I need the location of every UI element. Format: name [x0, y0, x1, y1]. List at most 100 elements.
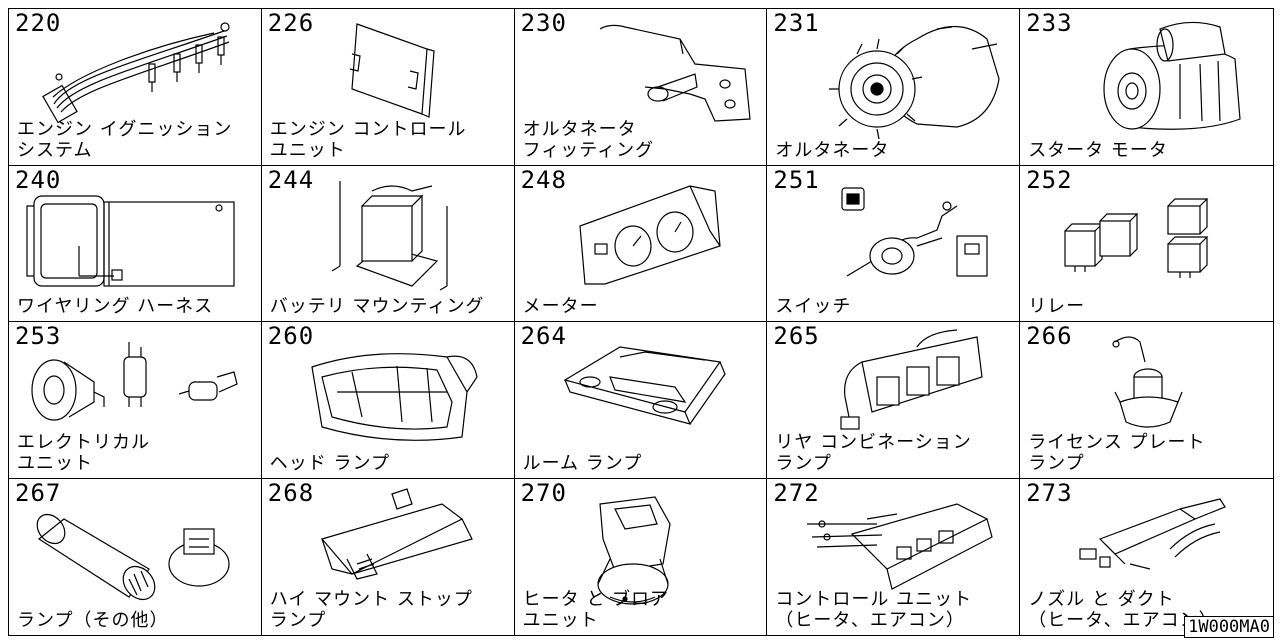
part-label-line: ランプ: [1028, 452, 1085, 474]
part-label-line: ランプ: [775, 452, 832, 474]
part-label: メーター: [523, 296, 599, 317]
part-number: 244: [267, 165, 315, 194]
part-number: 267: [15, 478, 62, 507]
part-label-line: リヤ コンビネーション: [775, 431, 972, 453]
meter-cluster-icon: [578, 184, 721, 285]
part-label-line: ユニット: [17, 452, 93, 474]
part-label-line: ハイ マウント ストップ: [269, 589, 473, 610]
part-number: 266: [1026, 322, 1073, 350]
part-cell-220[interactable]: 220 エンジン イグニッションシステム: [9, 9, 262, 166]
part-cell-226[interactable]: 226 エンジン コントロールユニット: [261, 9, 515, 166]
part-number: 265: [773, 322, 820, 350]
part-number: 268: [267, 478, 315, 507]
part-label: エンジン コントロールユニット: [270, 119, 467, 161]
part-cell-230[interactable]: 230 オルタネータフィッティング: [514, 9, 768, 166]
part-cell-233[interactable]: 233 スタータ モータ: [1020, 9, 1273, 166]
part-label-line: ランプ（その他）: [17, 610, 169, 631]
battery-mounting-icon: [331, 180, 448, 291]
part-number: 226: [267, 9, 315, 37]
part-label-line: メーター: [522, 296, 599, 317]
part-label-line: オルタネータ: [775, 139, 890, 161]
part-label: スイッチ: [775, 296, 851, 317]
part-label: バッテリ マウンティング: [270, 296, 485, 317]
part-label-line: エンジン コントロール: [269, 118, 467, 140]
part-cell-265[interactable]: 265 リヤ コンビネーションランプ: [767, 322, 1021, 479]
part-label: ハイ マウント ストップランプ: [270, 589, 473, 631]
part-label: ノズル と ダクト（ヒータ、エアコン）: [1028, 589, 1217, 631]
part-cell-252[interactable]: 252 リレー: [1020, 165, 1273, 322]
part-number: 273: [1026, 478, 1073, 507]
horn-icon: [31, 342, 238, 421]
heater-blower-icon: [596, 495, 671, 605]
starter-motor-icon: [1103, 21, 1241, 130]
part-label: スタータ モータ: [1028, 140, 1168, 161]
lamp-bulb-icon: [36, 513, 230, 600]
part-number: 220: [15, 9, 62, 37]
part-label: ランプ（その他）: [17, 610, 168, 631]
part-label-line: ルーム ランプ: [522, 452, 643, 474]
part-label-line: ワイヤリング ハーネス: [17, 296, 214, 317]
part-cell-253[interactable]: 253 エレクトリカルユニット: [9, 322, 262, 479]
bracket-icon: [599, 24, 751, 122]
switch-icon: [841, 186, 988, 277]
part-number: 233: [1026, 9, 1073, 37]
control-unit-icon: [349, 23, 435, 118]
part-number: 240: [15, 165, 62, 194]
part-label-line: ユニット: [522, 610, 599, 631]
part-label-line: （ヒータ、エアコン）: [1028, 610, 1218, 631]
part-cell-260[interactable]: 260 ヘッド ランプ: [261, 322, 515, 479]
part-label: ルーム ランプ: [523, 453, 643, 474]
part-label-line: ヒータ と ブロア: [522, 589, 670, 610]
part-label-line: システム: [17, 139, 93, 161]
part-label-line: スイッチ: [775, 296, 852, 317]
part-label-line: フィッティング: [522, 139, 655, 161]
part-label-line: （ヒータ、エアコン）: [775, 610, 965, 631]
part-label-line: ユニット: [269, 139, 346, 161]
part-number: 248: [520, 165, 567, 194]
part-cell-267[interactable]: 267 ランプ（その他）: [9, 478, 262, 635]
part-label: ライセンス プレートランプ: [1028, 432, 1205, 474]
part-cell-248[interactable]: 248 メーター: [514, 165, 768, 322]
catalog-code: 1W000MA0: [1184, 616, 1274, 638]
heater-control-unit-icon: [807, 502, 994, 590]
part-label: リレー: [1028, 296, 1085, 317]
part-label-line: ヘッド ランプ: [269, 452, 390, 474]
part-label: ヒータ と ブロアユニット: [523, 589, 669, 631]
room-lamp-icon: [563, 346, 726, 425]
part-label: ワイヤリング ハーネス: [17, 296, 213, 317]
part-cell-264[interactable]: 264 ルーム ランプ: [514, 322, 768, 479]
part-cell-231[interactable]: 231 オルタネータ: [767, 9, 1021, 166]
part-number: 251: [773, 165, 820, 194]
part-label: リヤ コンビネーションランプ: [775, 432, 971, 474]
part-cell-270[interactable]: 270 ヒータ と ブロアユニット: [515, 478, 768, 635]
part-number: 270: [520, 478, 567, 507]
part-cell-244[interactable]: 244 バッテリ マウンティング: [261, 165, 515, 322]
rear-combination-lamp-icon: [840, 329, 984, 430]
part-number: 260: [267, 322, 315, 350]
part-label-line: リレー: [1028, 296, 1086, 317]
part-number: 253: [15, 322, 62, 350]
part-cell-268[interactable]: 268 ハイ マウント ストップランプ: [262, 478, 515, 635]
part-label: ヘッド ランプ: [270, 453, 390, 474]
part-cell-266[interactable]: 266 ライセンス プレートランプ: [1020, 322, 1273, 479]
part-label: エンジン イグニッションシステム: [17, 119, 232, 161]
part-label-line: スタータ モータ: [1028, 139, 1168, 161]
part-label: オルタネータ: [775, 140, 889, 161]
license-plate-lamp-icon: [1112, 336, 1183, 428]
alternator-icon: [829, 26, 1001, 140]
part-number: 230: [520, 9, 567, 37]
part-label: オルタネータフィッティング: [523, 119, 655, 161]
part-label-line: エレクトリカル: [17, 431, 150, 453]
part-label-line: エンジン イグニッション: [17, 118, 233, 140]
part-number: 252: [1026, 165, 1073, 194]
relay-icon: [1064, 197, 1209, 278]
part-number: 231: [773, 9, 820, 37]
part-label-line: ランプ: [269, 610, 327, 631]
nozzle-duct-icon: [1079, 497, 1227, 570]
part-cell-240[interactable]: 240 ワイヤリング ハーネス: [9, 165, 262, 322]
part-cell-251[interactable]: 251 スイッチ: [767, 165, 1021, 322]
part-number: 264: [520, 322, 567, 350]
part-cell-273[interactable]: 273 ノズル と ダクト（ヒータ、エアコン）: [1020, 479, 1273, 636]
